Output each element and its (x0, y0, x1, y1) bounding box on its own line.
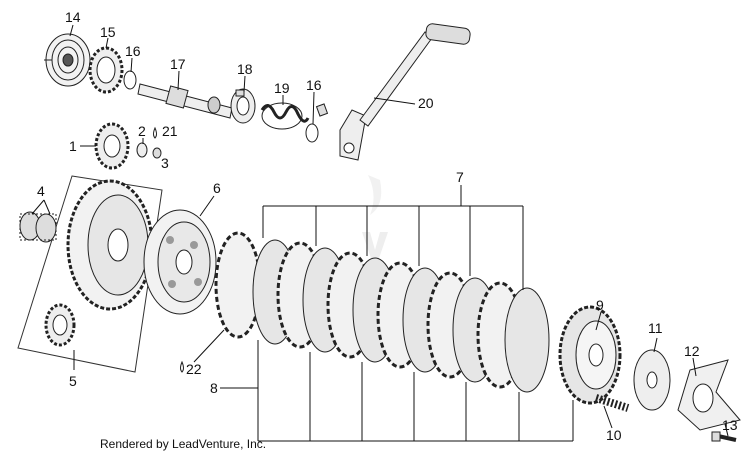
part-9-pressure-plate (558, 305, 622, 405)
part-box-outline (17, 175, 163, 373)
part-10-springs (594, 394, 630, 412)
callout-14: 14 (65, 9, 81, 25)
callout-15: 15 (100, 24, 116, 40)
callout-9: 9 (596, 297, 604, 313)
part-primary-gear (44, 303, 76, 347)
part-21-drop-icon (153, 126, 157, 139)
callout-2: 2 (138, 123, 146, 139)
part-12-retainer-plate (677, 359, 741, 431)
callout-5: 5 (69, 373, 77, 389)
callout-11: 11 (648, 320, 663, 336)
callout-13: 13 (722, 417, 738, 433)
part-11-disc (633, 349, 671, 411)
callout-16b: 16 (306, 77, 322, 93)
callout-17: 17 (170, 56, 186, 72)
part-15-gear (88, 46, 124, 94)
part-20-kickstart-lever (339, 23, 471, 161)
part-14-spring (44, 33, 91, 87)
leader-lines (31, 24, 729, 442)
callout-6: 6 (213, 180, 221, 196)
callout-4: 4 (37, 183, 45, 199)
callout-10: 10 (606, 427, 622, 443)
part-18-ratchet (230, 88, 256, 124)
callout-7: 7 (456, 169, 464, 185)
part-19-coil-spring (260, 102, 310, 130)
part-bolt-small (315, 103, 329, 117)
callout-22: 22 (186, 361, 202, 377)
callout-16: 16 (125, 43, 141, 59)
callout-3: 3 (161, 155, 169, 171)
part-6-inner-hub (143, 209, 217, 315)
clutch-plate-stack (214, 231, 550, 393)
part-16-washer (123, 70, 137, 90)
part-3-clip (152, 147, 162, 159)
part-clutch-basket (66, 179, 154, 311)
callout-21: 21 (162, 123, 178, 139)
callout-19: 19 (274, 80, 290, 96)
part-17-shaft (137, 83, 233, 119)
callout-18: 18 (237, 61, 253, 77)
callout-8: 8 (210, 380, 218, 396)
part-4-needle-bearings (19, 211, 57, 243)
part-16-washer-2 (305, 123, 319, 143)
part-22-drop-icon (180, 360, 184, 373)
callout-20: 20 (418, 95, 434, 111)
part-2-washer (136, 142, 148, 158)
part-1-gear (94, 122, 130, 170)
callout-1: 1 (69, 138, 77, 154)
rendered-by-credit: Rendered by LeadVenture, Inc. (100, 437, 267, 451)
part-13-bolt (711, 431, 737, 442)
callout-12: 12 (684, 343, 700, 359)
callout-labels: 1 2 3 4 5 6 7 8 9 10 11 12 13 14 15 16 1… (37, 9, 738, 443)
